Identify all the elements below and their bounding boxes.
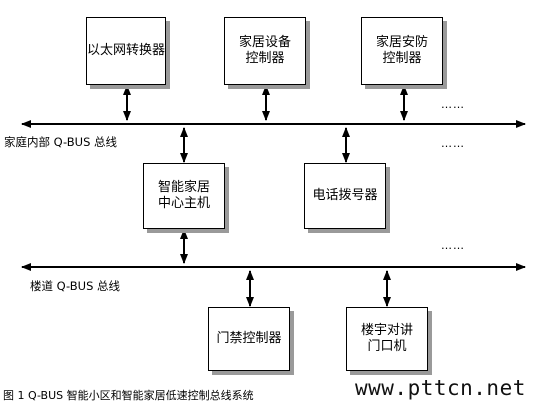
watermark: www.pttcn.net	[355, 376, 526, 400]
ellipsis-lower: ……	[441, 239, 465, 252]
figure-caption: 图 1 Q-BUS 智能小区和智能家居低速控制总线系统	[3, 389, 254, 402]
access-controller-box: 门禁控制器	[208, 307, 290, 371]
ellipsis-middle: ……	[441, 137, 465, 150]
home-security-controller-box: 家居安防 控制器	[361, 17, 443, 85]
corridor-bus-label: 楼道 Q-BUS 总线	[30, 279, 121, 293]
smart-home-host-box: 智能家居 中心主机	[143, 163, 225, 229]
phone-dialer-box: 电话拨号器	[304, 163, 386, 229]
ellipsis-upper: ……	[441, 98, 465, 111]
ethernet-converter-box: 以太网转换器	[86, 17, 166, 85]
home-bus-label: 家庭内部 Q-BUS 总线	[4, 135, 118, 149]
building-intercom-box: 楼宇对讲 门口机	[346, 307, 428, 371]
home-device-controller-box: 家居设备 控制器	[224, 17, 306, 85]
